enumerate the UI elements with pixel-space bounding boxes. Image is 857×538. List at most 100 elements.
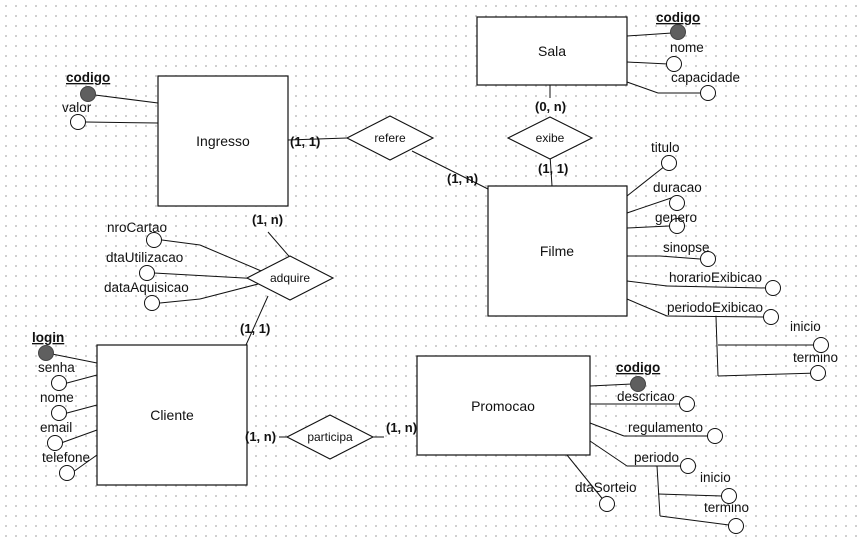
- line-periodo-termino: [717, 372, 819, 377]
- attr-filme-sinopse-label: sinopse: [663, 240, 710, 255]
- attr-cliente-senha-marker[interactable]: [51, 375, 67, 391]
- attr-cliente-email-marker[interactable]: [47, 435, 63, 451]
- attr-filme-termino-marker[interactable]: [810, 365, 826, 381]
- attr-sala-capacidade-marker[interactable]: [700, 85, 716, 101]
- cardinality-filme-refere: (1, n): [447, 171, 478, 186]
- line-promocao-inicio: [657, 493, 723, 497]
- attr-promocao-inicio-marker[interactable]: [721, 488, 737, 504]
- attr-filme-titulo-marker[interactable]: [661, 155, 677, 171]
- attr-promocao-codigo-label: codigo: [616, 360, 660, 375]
- relationship-exibe-diamond[interactable]: [506, 116, 594, 160]
- entity-ingresso-label: Ingresso: [196, 133, 250, 149]
- line-filme-horario-b: [666, 285, 767, 289]
- attr-filme-duracao-marker[interactable]: [669, 195, 685, 211]
- entity-cliente-box[interactable]: [96, 344, 248, 486]
- line-ingresso-valor: [85, 121, 159, 124]
- attr-sala-codigo-label: codigo: [656, 10, 700, 25]
- line-filme-periodo-b: [666, 315, 765, 318]
- attr-promocao-termino-marker[interactable]: [728, 518, 744, 534]
- entity-filme[interactable]: Filme: [487, 185, 628, 317]
- cardinality-sala-exibe: (0, n): [535, 99, 566, 114]
- line-sala-nome: [626, 61, 669, 65]
- attr-filme-horarioexibicao-marker[interactable]: [765, 280, 781, 296]
- relationship-adquire-diamond[interactable]: [245, 255, 335, 301]
- attribute-markers: [38, 24, 829, 534]
- attr-adquire-dataaquisicao-label: dataAquisicao: [104, 280, 189, 295]
- line-cliente-email: [60, 429, 98, 444]
- line-filme-horario-a: [626, 280, 668, 287]
- attr-filme-inicio-marker[interactable]: [813, 337, 829, 353]
- attr-cliente-nome-marker[interactable]: [51, 405, 67, 421]
- entity-sala[interactable]: Sala: [476, 16, 628, 86]
- relationship-refere[interactable]: refere: [345, 115, 435, 161]
- attr-promocao-codigo-key-marker[interactable]: [630, 376, 646, 392]
- attr-filme-genero-marker[interactable]: [669, 218, 685, 234]
- attr-adquire-nrocartao-marker[interactable]: [146, 232, 162, 248]
- attr-ingresso-valor-label: valor: [62, 100, 92, 115]
- attr-cliente-login-label: login: [32, 330, 64, 345]
- attr-promocao-descricao-marker[interactable]: [679, 396, 695, 412]
- entity-sala-box[interactable]: [476, 16, 628, 86]
- attr-cliente-login-key-marker[interactable]: [38, 345, 54, 361]
- line-filme-sinopse-b: [659, 255, 701, 260]
- cardinality-labels: (1, 1) (1, n) (0, n) (1, 1) (1, n) (1, 1…: [240, 99, 568, 444]
- attr-filme-termino-label: termino: [793, 350, 838, 365]
- line-filme-genero: [626, 225, 670, 229]
- attr-ingresso-codigo-label: codigo: [66, 70, 110, 85]
- entity-promocao-box[interactable]: [416, 355, 591, 456]
- line-promocao-regulamento-a: [589, 422, 625, 437]
- attr-promocao-dtasorteio-marker[interactable]: [599, 496, 615, 512]
- entity-promocao-label: Promocao: [471, 398, 535, 414]
- line-ingresso-refere: [287, 137, 348, 141]
- relationship-refere-label: refere: [374, 131, 406, 145]
- entity-promocao[interactable]: Promocao: [416, 355, 591, 456]
- attr-filme-periodoexibicao-marker[interactable]: [763, 309, 779, 325]
- cardinality-filme-exibe: (1, 1): [538, 161, 568, 176]
- attr-sala-nome-label: nome: [670, 40, 704, 55]
- entity-filme-box[interactable]: [487, 185, 628, 317]
- cardinality-promocao-participa: (1, n): [386, 420, 417, 435]
- attr-adquire-nrocartao-label: nroCartao: [107, 220, 167, 235]
- cardinality-ingresso-refere: (1, 1): [290, 134, 320, 149]
- attr-sala-codigo-key-marker[interactable]: [670, 24, 686, 40]
- attr-sala-nome-marker[interactable]: [666, 56, 682, 72]
- attr-filme-sinopse-marker[interactable]: [700, 251, 716, 267]
- relationship-participa[interactable]: participa: [285, 414, 375, 460]
- line-filme-titulo: [626, 165, 666, 197]
- line-cliente-senha: [66, 374, 98, 384]
- entity-sala-label: Sala: [538, 43, 566, 59]
- line-filme-duracao: [626, 195, 678, 214]
- relationship-participa-diamond[interactable]: [285, 414, 375, 460]
- attr-promocao-periodo-marker[interactable]: [680, 458, 696, 474]
- entity-ingresso-box[interactable]: [157, 75, 289, 207]
- relationship-exibe[interactable]: exibe: [506, 116, 594, 160]
- attr-filme-duracao-label: duracao: [653, 180, 702, 195]
- attr-sala-capacidade-label: capacidade: [671, 70, 740, 85]
- attr-ingresso-valor-marker[interactable]: [70, 114, 86, 130]
- attr-adquire-dataaquisicao-marker[interactable]: [144, 295, 160, 311]
- entity-cliente[interactable]: Cliente: [96, 344, 248, 486]
- connector-lines: [46, 32, 819, 526]
- attr-adquire-dtautilizacao-marker[interactable]: [139, 265, 155, 281]
- line-filme-periodo-a: [626, 298, 668, 317]
- relationship-adquire[interactable]: adquire: [245, 255, 335, 301]
- line-promocao-periodo-a: [589, 440, 628, 467]
- attr-filme-periodoexibicao-label: periodoExibicao: [667, 300, 763, 315]
- attr-filme-titulo-label: titulo: [651, 140, 680, 155]
- entity-ingresso[interactable]: Ingresso: [157, 75, 289, 207]
- line-cliente-login: [46, 352, 98, 364]
- attr-cliente-telefone-marker[interactable]: [59, 465, 75, 481]
- line-sala-codigo: [626, 32, 673, 37]
- line-adquire-nrocartao-b: [199, 244, 267, 274]
- attr-ingresso-codigo-key-marker[interactable]: [80, 86, 96, 102]
- attr-filme-inicio-label: inicio: [790, 319, 821, 334]
- line-promocao-termino: [659, 515, 730, 526]
- attr-promocao-regulamento-marker[interactable]: [707, 428, 723, 444]
- relationship-refere-diamond[interactable]: [345, 115, 435, 161]
- attr-adquire-dtautilizacao-label: dtaUtilizacao: [106, 250, 183, 265]
- attr-cliente-nome-label: nome: [40, 390, 74, 405]
- attr-promocao-inicio-label: inicio: [700, 470, 731, 485]
- line-adquire-dtautilizacao: [153, 272, 263, 280]
- relationship-participa-label: participa: [307, 430, 353, 444]
